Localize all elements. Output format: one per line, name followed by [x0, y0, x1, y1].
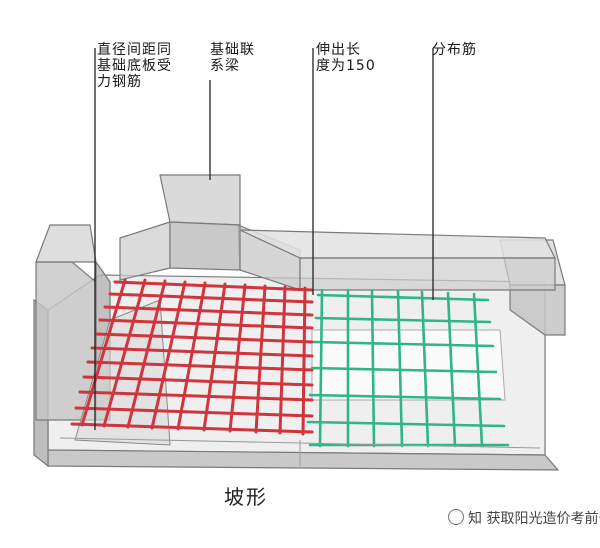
- right-block-front: [509, 284, 566, 336]
- left-block-top: [35, 224, 97, 263]
- watermark: 知 获取阳光造价考前咨询: [448, 508, 600, 528]
- left-block: [35, 224, 111, 421]
- label-extension: 伸出长 度为150: [316, 42, 376, 74]
- diagram-caption: 坡形: [224, 485, 268, 509]
- tie-beam: [239, 229, 556, 291]
- red-rebar-mesh: [70, 278, 314, 436]
- leader-lines: [94, 48, 434, 430]
- pedestal-front: [169, 221, 241, 271]
- slab-edge-lines: [59, 437, 541, 466]
- right-recess-face: [311, 329, 506, 401]
- left-block-front: [35, 261, 97, 421]
- label-distribution-bars: 分布筋: [432, 42, 477, 58]
- teal-rebar-mesh: [306, 288, 510, 448]
- watermark-text: 知 获取阳光造价考前咨询: [468, 511, 600, 527]
- tie-beam-front: [299, 257, 556, 291]
- slope-left-face: [119, 221, 171, 281]
- label-tie-beam: 基础联 系梁: [210, 42, 255, 74]
- sloped-pedestal: [119, 174, 301, 291]
- pedestal-top: [159, 174, 241, 226]
- watermark-icon: [448, 509, 464, 525]
- label-bottom-bars: 直径间距同 基础底板受 力钢筋: [97, 42, 172, 90]
